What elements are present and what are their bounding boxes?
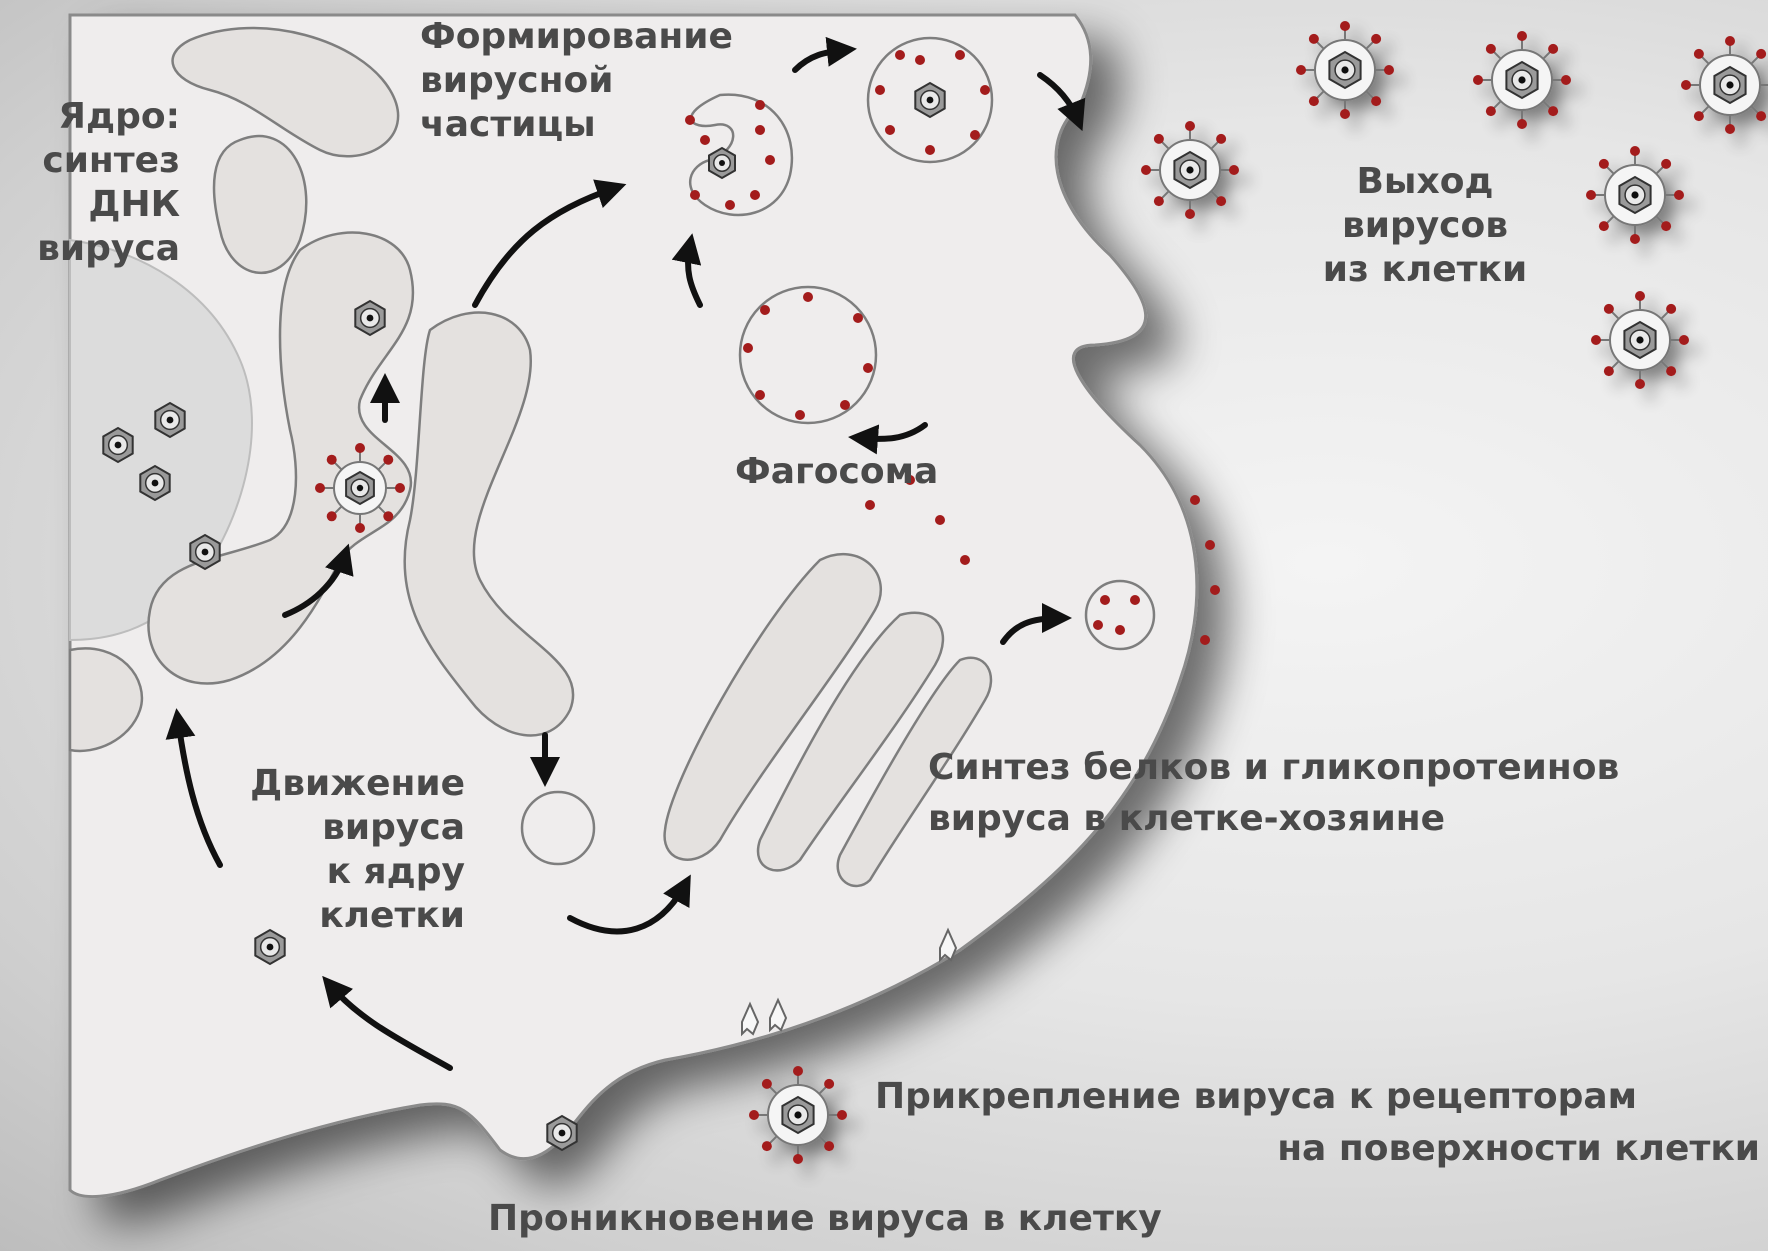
virus-capsid — [140, 466, 169, 500]
viral-protein-dot — [690, 190, 700, 200]
virus-capsid — [190, 535, 219, 569]
enveloped-virus — [1591, 291, 1689, 389]
label-attachment-2: на поверхности клетки — [1100, 1127, 1760, 1171]
viral-protein-dot — [885, 125, 895, 135]
viral-protein-dot — [875, 85, 885, 95]
viral-protein-dot — [1100, 595, 1110, 605]
viral-protein-dot — [955, 50, 965, 60]
enveloped-virus — [1586, 146, 1684, 244]
label-phagosome: Фагосома — [735, 450, 938, 494]
virus-capsid — [155, 403, 184, 437]
viral-protein-dot — [1190, 495, 1200, 505]
viral-protein-dot — [765, 155, 775, 165]
viral-protein-dot — [935, 515, 945, 525]
viral-protein-dot — [1210, 585, 1220, 595]
viral-protein-dot — [750, 190, 760, 200]
transport-vesicle — [522, 792, 594, 864]
viral-protein-dot — [980, 85, 990, 95]
viral-protein-dot — [1200, 635, 1210, 645]
viral-protein-dot — [725, 200, 735, 210]
label-penetration: Проникновение вируса в клетку — [488, 1197, 1162, 1241]
enveloped-virus — [315, 443, 405, 533]
label-attachment-1: Прикрепление вируса к рецепторам — [875, 1075, 1637, 1119]
virus-capsid — [355, 301, 384, 335]
viral-protein-dot — [1205, 540, 1215, 550]
phagosome — [740, 287, 876, 423]
label-exit: Выход вирусов из клетки — [1305, 160, 1545, 292]
label-movement: Движение вируса к ядру клетки — [200, 762, 465, 938]
viral-protein-dot — [1130, 595, 1140, 605]
enveloped-virus — [1296, 21, 1394, 119]
enveloped-virus — [1473, 31, 1571, 129]
viral-protein-dot — [960, 555, 970, 565]
label-nucleus: Ядро: синтез ДНК вируса — [10, 95, 180, 271]
viral-protein-dot — [1093, 620, 1103, 630]
label-assembly: Формирование вирусной частицы — [420, 15, 733, 147]
viral-protein-dot — [925, 145, 935, 155]
viral-protein-dot — [915, 55, 925, 65]
enveloped-virus — [749, 1066, 847, 1164]
viral-protein-dot — [970, 130, 980, 140]
viral-protein-dot — [755, 125, 765, 135]
viral-protein-dot — [1115, 625, 1125, 635]
secretory-vesicle — [1086, 581, 1154, 649]
virus-capsid — [915, 83, 944, 117]
virus-capsid — [103, 428, 132, 462]
virus-capsid — [547, 1116, 576, 1150]
enveloped-virus — [1141, 121, 1239, 219]
viral-protein-dot — [865, 500, 875, 510]
viral-protein-dot — [755, 100, 765, 110]
label-protein-synthesis-1: Синтез белков и гликопротеинов — [928, 746, 1619, 790]
enveloped-virus — [1681, 36, 1768, 134]
label-protein-synthesis-2: вируса в клетке-хозяине — [928, 797, 1445, 841]
virus-capsid — [709, 148, 735, 178]
viral-protein-dot — [895, 50, 905, 60]
